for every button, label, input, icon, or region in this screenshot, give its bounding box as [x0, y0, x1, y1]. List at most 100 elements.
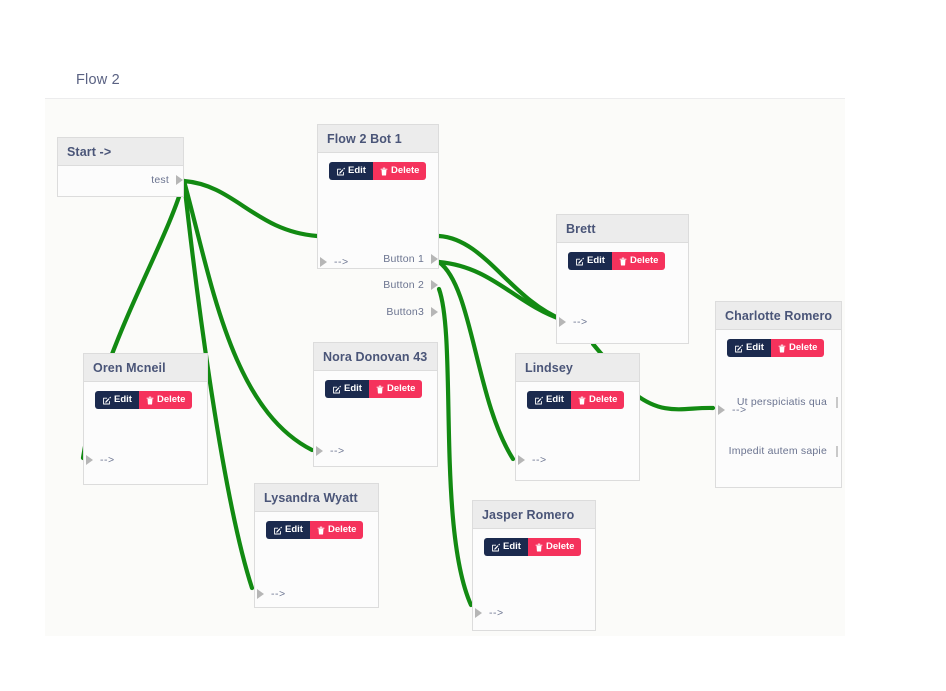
trash-icon [146, 396, 154, 404]
node-actions: Edit Delete [329, 162, 427, 180]
port-out-impedit-autem-sapie[interactable]: Impedit autem sapie [729, 444, 838, 458]
trash-icon [578, 396, 586, 404]
node-title: Start -> [67, 144, 112, 159]
edit-button[interactable]: Edit [727, 339, 771, 357]
node-flow-2-bot-1[interactable]: Flow 2 Bot 1 Edit [317, 124, 439, 318]
port-marker-icon [475, 608, 482, 618]
port-marker-icon [431, 307, 438, 317]
pencil-square-icon [492, 543, 500, 551]
edge-button3-to-jasper-romero [436, 286, 474, 608]
node-header: Nora Donovan 43 [314, 343, 437, 371]
edge-button2-to-brett [436, 259, 566, 323]
node-nora-donovan-43[interactable]: Nora Donovan 43 Edit [313, 342, 438, 467]
port-marker-icon [836, 396, 838, 408]
edit-button[interactable]: Edit [325, 380, 369, 398]
delete-button[interactable]: Delete [368, 380, 423, 398]
node-title: Lysandra Wyatt [264, 490, 358, 505]
delete-button-label: Delete [327, 524, 357, 536]
trash-icon [778, 344, 786, 352]
delete-button[interactable]: Delete [611, 252, 666, 270]
node-oren-mcneil[interactable]: Oren Mcneil Edit [83, 353, 208, 485]
delete-button[interactable]: Delete [527, 538, 582, 556]
port-out-test[interactable]: test [151, 174, 183, 186]
port-label: --> [573, 316, 588, 328]
delete-button[interactable]: Delete [770, 339, 825, 357]
node-lysandra-wyatt[interactable]: Lysandra Wyatt Edit [254, 483, 379, 608]
node-body: Edit Delete --> [84, 382, 207, 484]
trash-icon [376, 385, 384, 393]
edit-button[interactable]: Edit [484, 538, 528, 556]
edge-button1-to-brett [436, 233, 566, 323]
node-title: Lindsey [525, 360, 573, 375]
delete-button[interactable]: Delete [570, 391, 625, 409]
delete-button[interactable]: Delete [138, 391, 193, 409]
port-in[interactable]: --> [518, 454, 547, 466]
edit-button-label: Edit [503, 541, 521, 553]
port-out-button-2[interactable]: Button 2 [383, 279, 438, 291]
node-header: Charlotte Romero [716, 302, 841, 330]
port-label: --> [489, 607, 504, 619]
port-in[interactable]: --> [475, 607, 504, 619]
node-jasper-romero[interactable]: Jasper Romero Edit [472, 500, 596, 631]
edit-button-label: Edit [546, 394, 564, 406]
node-brett[interactable]: Brett Edit [556, 214, 689, 344]
edit-button[interactable]: Edit [527, 391, 571, 409]
port-in[interactable]: --> [257, 588, 286, 600]
edit-button[interactable]: Edit [568, 252, 612, 270]
pencil-square-icon [535, 396, 543, 404]
node-header: Lindsey [516, 354, 639, 382]
port-in[interactable]: --> [718, 404, 747, 416]
port-marker-icon [320, 257, 327, 267]
delete-button[interactable]: Delete [309, 521, 364, 539]
edit-button-label: Edit [344, 383, 362, 395]
node-actions: Edit Delete [325, 380, 423, 398]
flow-canvas[interactable]: Start -> test Flow 2 Bot 1 [45, 99, 845, 636]
node-charlotte-romero[interactable]: Charlotte Romero Edit [715, 301, 842, 488]
port-marker-icon [718, 405, 725, 415]
port-out-button-1[interactable]: Button 1 [383, 253, 438, 265]
edit-button[interactable]: Edit [266, 521, 310, 539]
node-header: Lysandra Wyatt [255, 484, 378, 512]
node-actions: Edit Delete [527, 391, 625, 409]
node-lindsey[interactable]: Lindsey Edit [515, 353, 640, 481]
port-label: Button3 [386, 306, 424, 318]
port-out-button-3[interactable]: Button3 [386, 306, 438, 318]
port-in[interactable]: --> [320, 256, 349, 268]
pencil-square-icon [735, 344, 743, 352]
node-title: Charlotte Romero [725, 308, 833, 323]
delete-button-label: Delete [386, 383, 416, 395]
port-label: --> [100, 454, 115, 466]
flow-panel: Flow 2 [45, 27, 845, 636]
delete-button-label: Delete [390, 165, 420, 177]
port-label: --> [532, 454, 547, 466]
port-marker-icon [431, 280, 438, 290]
port-in[interactable]: --> [86, 454, 115, 466]
port-marker-icon [176, 175, 183, 185]
edit-button-label: Edit [114, 394, 132, 406]
port-out-ut-perspiciatis-qua[interactable]: Ut perspiciatis qua [737, 395, 838, 409]
pencil-square-icon [103, 396, 111, 404]
trash-icon [317, 526, 325, 534]
edit-button[interactable]: Edit [329, 162, 373, 180]
port-in[interactable]: --> [559, 316, 588, 328]
pencil-square-icon [333, 385, 341, 393]
node-actions: Edit Delete [484, 538, 582, 556]
port-marker-icon [316, 446, 323, 456]
node-title: Flow 2 Bot 1 [327, 131, 402, 146]
node-body: Edit Delete --> [314, 371, 437, 466]
pencil-square-icon [576, 257, 584, 265]
node-actions: Edit Delete [95, 391, 193, 409]
node-body: Edit Delete --> [716, 330, 841, 487]
node-header: Flow 2 Bot 1 [318, 125, 438, 153]
node-body: Edit Delete --> [557, 243, 688, 343]
delete-button[interactable]: Delete [372, 162, 427, 180]
edit-button[interactable]: Edit [95, 391, 139, 409]
node-header: Oren Mcneil [84, 354, 207, 382]
trash-icon [535, 543, 543, 551]
port-in[interactable]: --> [316, 445, 345, 457]
panel-header: Flow 2 [45, 27, 845, 99]
node-title: Nora Donovan 43 [323, 349, 428, 364]
node-header: Brett [557, 215, 688, 243]
node-start[interactable]: Start -> test [57, 137, 184, 197]
